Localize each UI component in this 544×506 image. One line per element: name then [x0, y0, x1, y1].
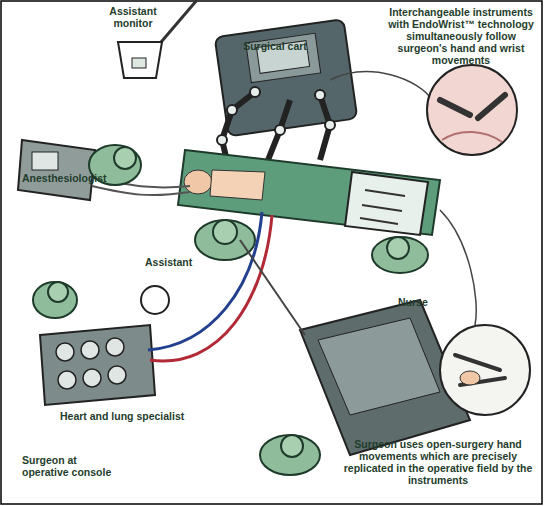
callout-label: Surgeon uses open-surgery hand movements…: [338, 438, 538, 486]
callout-label: Surgeon at operative console: [22, 454, 122, 478]
callout-label: Surgical cart: [230, 40, 320, 52]
callout-label: Heart and lung specialist: [60, 410, 220, 422]
callout-label: Interchangeable instruments with EndoWri…: [383, 6, 539, 66]
callout-label: Nurse: [398, 296, 448, 308]
callout-label: Assistant monitor: [98, 5, 168, 29]
callout-label: Anesthesiologist: [22, 172, 132, 184]
callout-label: Assistant: [145, 256, 215, 268]
